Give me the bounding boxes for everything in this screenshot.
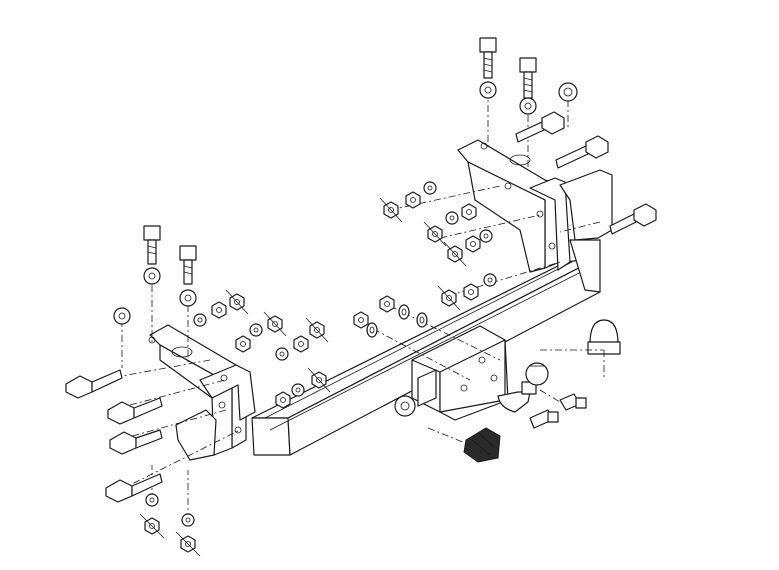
nut: [293, 335, 309, 353]
nut: [461, 203, 477, 221]
nut: [465, 235, 481, 253]
washer: [519, 97, 537, 115]
washer: [291, 383, 305, 397]
nut: [275, 391, 291, 409]
fastener-axis-marks: [139, 197, 467, 557]
assembly-centerlines: [99, 90, 605, 520]
tow-ball: [497, 362, 549, 413]
washer: [143, 267, 161, 285]
socket-plate: [394, 369, 437, 417]
bolt-side-4: [105, 473, 163, 503]
bolts: [65, 37, 657, 503]
nut: [353, 311, 369, 329]
bolt-ball: [529, 409, 559, 429]
nut: [211, 301, 227, 319]
bolt-left-1: [143, 225, 161, 265]
washers: [113, 81, 578, 527]
washer: [423, 181, 437, 195]
bolt-side-2: [107, 397, 163, 425]
washer: [145, 493, 159, 507]
washer: [445, 211, 459, 225]
washer: [479, 81, 497, 99]
washer: [366, 322, 378, 338]
bolt-left-2: [179, 245, 197, 285]
washer: [479, 229, 493, 243]
bolt-side-3: [109, 429, 163, 455]
washer: [113, 307, 131, 325]
nut: [379, 295, 395, 313]
bolt-top-2: [519, 57, 537, 99]
left-bracket: [148, 324, 256, 461]
washer: [181, 513, 195, 527]
nut: [463, 283, 479, 301]
ball-cover-cap: [587, 319, 621, 355]
washer: [193, 313, 207, 327]
washer: [558, 82, 578, 102]
right-bracket: [457, 139, 613, 293]
washer: [398, 304, 410, 320]
nut: [405, 191, 421, 209]
bolt-ball-2: [559, 393, 587, 411]
bolt-right-3: [609, 203, 657, 235]
washer: [275, 347, 289, 361]
washer: [416, 312, 428, 328]
bolt-side-1: [65, 369, 123, 399]
electrical-socket: [463, 427, 501, 463]
nut: [235, 335, 251, 353]
bolt-top-1: [479, 37, 497, 79]
washer: [249, 323, 263, 337]
washer: [179, 289, 197, 307]
bolt-right-1: [515, 111, 565, 143]
bolt-right-2: [555, 135, 609, 169]
washer: [483, 273, 497, 287]
